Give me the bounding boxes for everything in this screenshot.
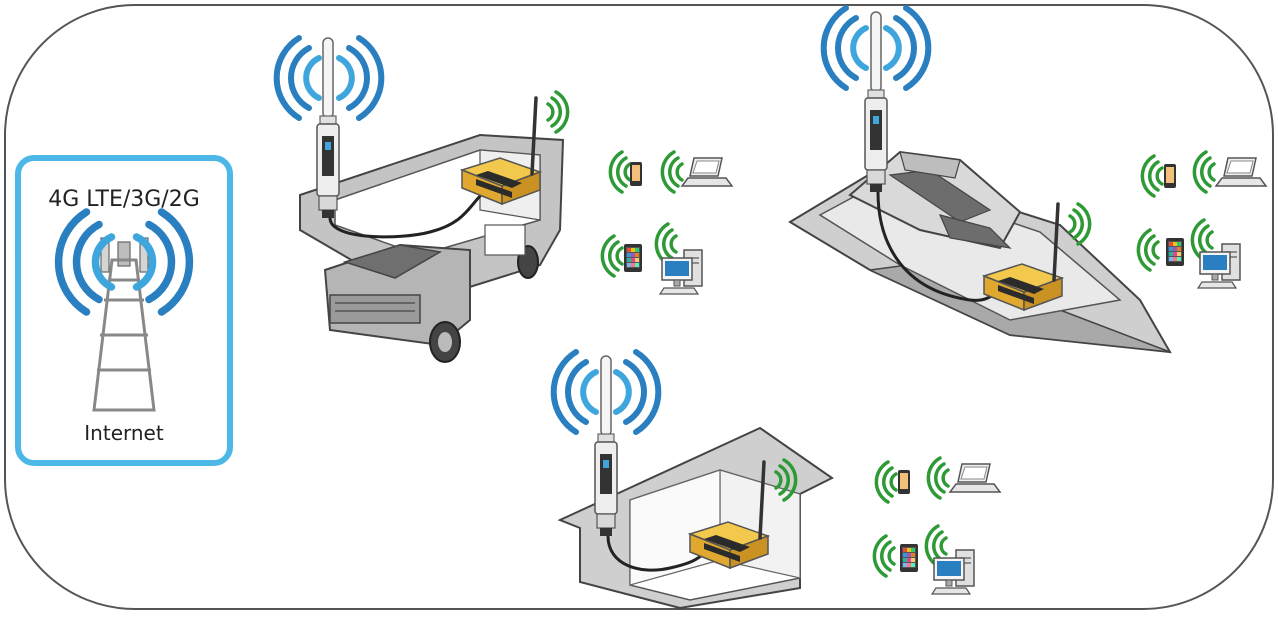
internet-label: Internet: [84, 421, 164, 445]
tower-panel: 4G LTE/3G/2G Internet: [15, 155, 233, 466]
rv-scene: [277, 38, 733, 363]
smartphone-icon: [898, 470, 910, 494]
ethernet-cable: [606, 535, 707, 572]
smartphone-icon: [630, 162, 642, 186]
tablet-icon: [624, 244, 642, 272]
cell-tower-icon: [92, 237, 156, 412]
ethernet-cable: [328, 186, 491, 239]
boat-scene: [788, 8, 1267, 354]
tablet-icon: [1166, 238, 1184, 266]
network-type-label: 4G LTE/3G/2G: [48, 187, 200, 212]
tower-panel-border: [15, 155, 233, 466]
tablet-icon: [900, 544, 918, 572]
house-scene: [554, 352, 1001, 610]
smartphone-icon: [1164, 164, 1176, 188]
